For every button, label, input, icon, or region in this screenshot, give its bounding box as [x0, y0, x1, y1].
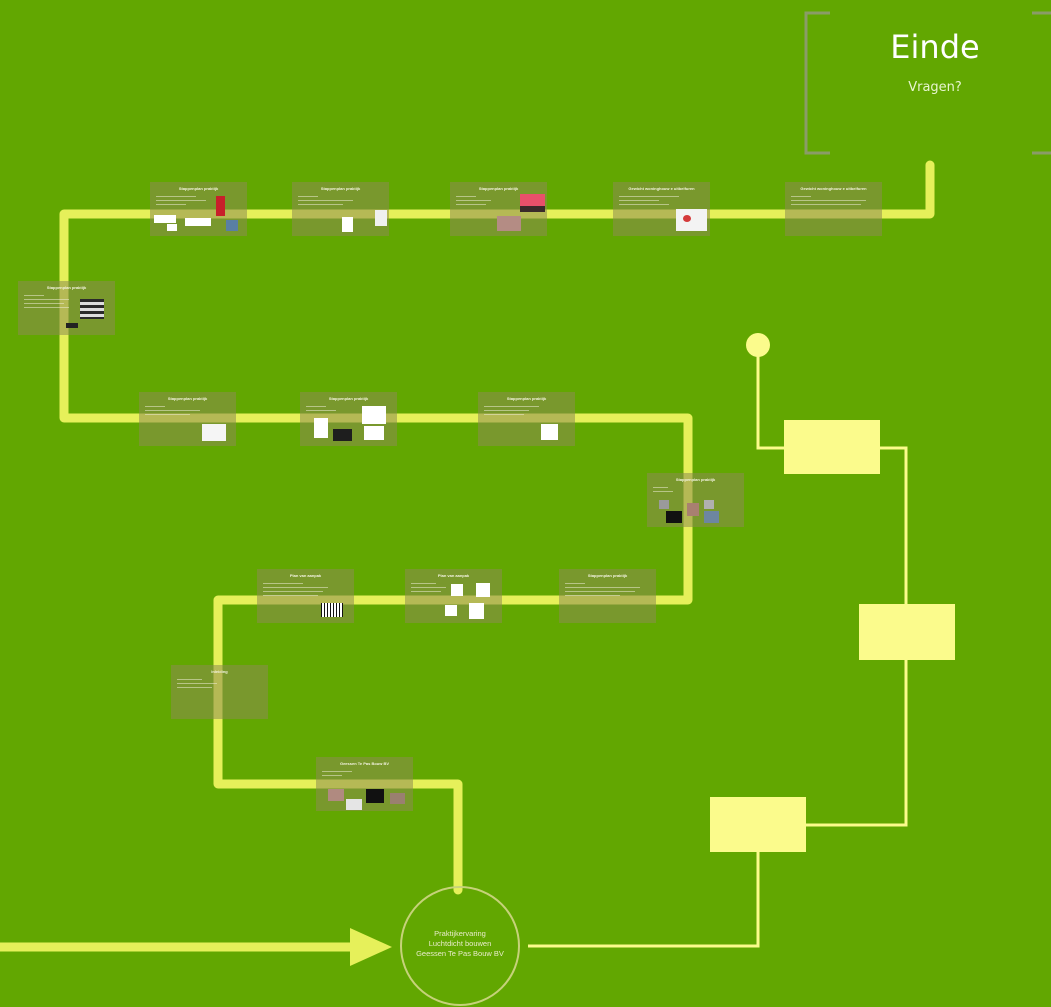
slide-card[interactable]: Stappenplan praktijk — [450, 182, 547, 236]
slide-thumbnail — [476, 583, 490, 597]
entry-arrowhead — [350, 928, 392, 966]
slide-card-title: Gewicht woninghouw e uitbelfuren — [800, 186, 867, 191]
slide-thumbnail — [226, 220, 238, 231]
end-frame-bracket-left — [804, 11, 830, 155]
right-diagram — [528, 348, 908, 948]
start-circle-line: Praktijkervaring — [434, 929, 486, 938]
slide-thumbnail — [364, 426, 384, 440]
slide-thumbnail — [704, 500, 714, 509]
slide-card-title: Stappenplan praktijk — [478, 186, 519, 191]
slide-card-text — [565, 583, 645, 599]
slide-thumbnail — [362, 406, 386, 424]
slide-card[interactable]: Gewicht woninghouw e uitbelfuren — [613, 182, 710, 236]
slide-card-text — [456, 196, 516, 208]
slide-card-title: Stappenplan praktijk — [320, 186, 361, 191]
slide-card[interactable]: Geessen Te Pas Bouw BV — [316, 757, 413, 811]
right-diagram-box-middle[interactable] — [859, 604, 955, 660]
slide-thumbnail — [704, 511, 719, 523]
slide-card-title: Stappenplan praktijk — [328, 396, 369, 401]
slide-card[interactable]: Inleiding — [171, 665, 268, 719]
slide-card[interactable]: Stappenplan praktijk — [300, 392, 397, 446]
slide-thumbnail — [333, 429, 352, 441]
slide-thumbnail — [346, 799, 362, 810]
slide-card-title: Geessen Te Pas Bouw BV — [339, 761, 390, 766]
slide-thumbnail — [659, 500, 669, 509]
slide-card[interactable]: Stappenplan praktijk — [150, 182, 247, 236]
slide-thumbnail — [154, 215, 176, 223]
slide-card[interactable]: Plan van aanpak — [257, 569, 354, 623]
right-diagram-box-bottom[interactable] — [710, 797, 806, 852]
slide-card-text — [411, 583, 451, 595]
slide-card-text — [24, 295, 84, 311]
start-circle-label: Praktijkervaring Luchtdicht bouwen Geess… — [405, 929, 515, 959]
slide-thumbnail — [541, 424, 558, 440]
slide-thumbnail — [366, 789, 384, 803]
right-diagram-box-top[interactable] — [784, 420, 880, 474]
slide-card-text — [177, 679, 237, 691]
slide-thumbnail — [375, 210, 387, 226]
slide-card-text — [145, 406, 205, 418]
slide-thumbnail — [520, 206, 545, 212]
slide-card-title: Inleiding — [211, 669, 228, 674]
slide-card-text — [484, 406, 544, 418]
slide-card[interactable]: Stappenplan praktijk — [18, 281, 115, 335]
right-diagram-dot — [746, 333, 770, 357]
slide-card[interactable]: Stappenplan praktijk — [139, 392, 236, 446]
slide-card-title: Plan van aanpak — [289, 573, 322, 578]
slide-card-text — [322, 771, 382, 779]
slide-thumbnail — [445, 605, 457, 616]
start-circle[interactable] — [400, 886, 520, 1006]
slide-card[interactable]: Stappenplan praktijk — [559, 569, 656, 623]
slide-card-title: Stappenplan praktijk — [178, 186, 219, 191]
slide-thumbnail — [216, 196, 225, 216]
slide-card[interactable]: Stappenplan praktijk — [478, 392, 575, 446]
slide-thumbnail — [676, 209, 707, 231]
slide-thumbnail — [497, 216, 521, 231]
slide-card-text — [653, 487, 713, 495]
slide-card-text — [306, 406, 366, 414]
slide-card-text — [263, 583, 333, 599]
slide-card-title: Stappenplan praktijk — [167, 396, 208, 401]
slide-card-title: Stappenplan praktijk — [46, 285, 87, 290]
start-circle-line: Geessen Te Pas Bouw BV — [416, 949, 504, 958]
slide-card-text — [156, 196, 216, 208]
end-frame-title: Einde — [890, 28, 980, 66]
slide-card-title: Stappenplan praktijk — [587, 573, 628, 578]
slide-thumbnail — [687, 503, 699, 516]
slide-card-title: Stappenplan praktijk — [675, 477, 716, 482]
slide-thumbnail — [167, 224, 177, 231]
main-path — [59, 160, 935, 895]
slide-card[interactable]: Stappenplan praktijk — [647, 473, 744, 527]
slide-thumbnail — [342, 217, 353, 232]
slide-card-text — [619, 196, 679, 208]
slide-card[interactable]: Gewicht woninghouw e uitbelfuren — [785, 182, 882, 236]
slide-card-title: Plan van aanpak — [437, 573, 470, 578]
slide-thumbnail — [66, 323, 78, 328]
slide-thumbnail — [451, 584, 463, 596]
end-frame-subtitle: Vragen? — [908, 80, 962, 95]
slide-thumbnail — [390, 793, 405, 804]
slide-thumbnail — [520, 194, 545, 206]
slide-card-text — [298, 196, 358, 208]
slide-thumbnail — [185, 218, 211, 226]
slide-thumbnail — [328, 789, 344, 801]
slide-thumbnail — [80, 299, 104, 319]
slide-card-title: Stappenplan praktijk — [506, 396, 547, 401]
slide-thumbnail — [202, 424, 226, 441]
slide-card-title: Gewicht woninghouw e uitbelfuren — [628, 186, 695, 191]
slide-card[interactable]: Stappenplan praktijk — [292, 182, 389, 236]
slide-thumbnail — [683, 215, 691, 222]
start-circle-line: Luchtdicht bouwen — [428, 939, 492, 948]
slide-thumbnail — [314, 418, 328, 438]
slide-thumbnail — [321, 603, 343, 617]
slide-card-text — [791, 196, 871, 208]
slide-thumbnail — [666, 511, 682, 523]
slide-card[interactable]: Plan van aanpak — [405, 569, 502, 623]
slide-thumbnail — [469, 603, 484, 619]
